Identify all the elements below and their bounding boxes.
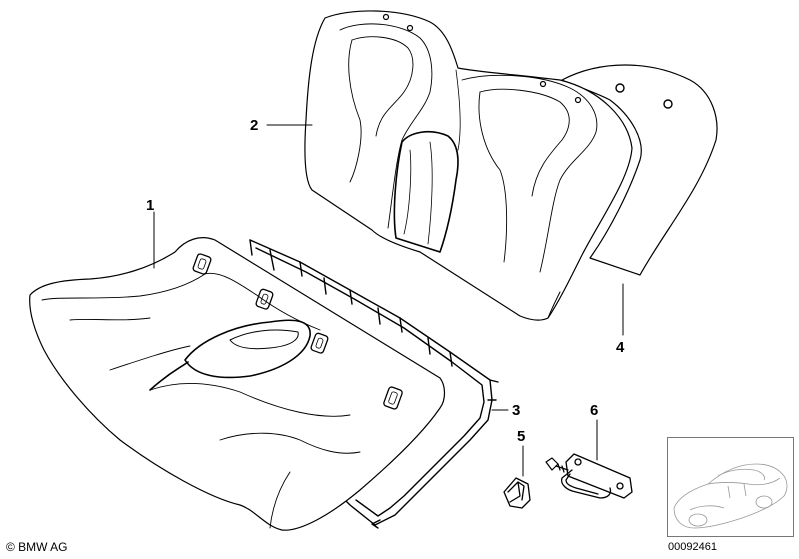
diagram-number: 00092461 bbox=[668, 541, 717, 553]
seat-frame-part bbox=[249, 239, 499, 529]
callout-label-4: 4 bbox=[616, 339, 625, 356]
callout-label-1: 1 bbox=[146, 197, 154, 214]
callout-label-2: 2 bbox=[250, 117, 258, 134]
copyright-label: © BMW AG bbox=[6, 540, 68, 554]
clip-part bbox=[503, 477, 531, 509]
leader-lines bbox=[153, 124, 624, 477]
callout-label-5: 5 bbox=[517, 428, 525, 445]
backrest-part bbox=[304, 10, 633, 321]
car-outline-icon bbox=[673, 463, 788, 529]
callout-label-6: 6 bbox=[590, 402, 598, 419]
bracket-part bbox=[560, 453, 633, 499]
vehicle-thumbnail bbox=[667, 437, 794, 537]
callout-label-3: 3 bbox=[512, 402, 520, 419]
seat-cushion-part bbox=[29, 237, 446, 531]
screw-part bbox=[545, 457, 569, 473]
backrest-pad-part bbox=[561, 64, 718, 276]
